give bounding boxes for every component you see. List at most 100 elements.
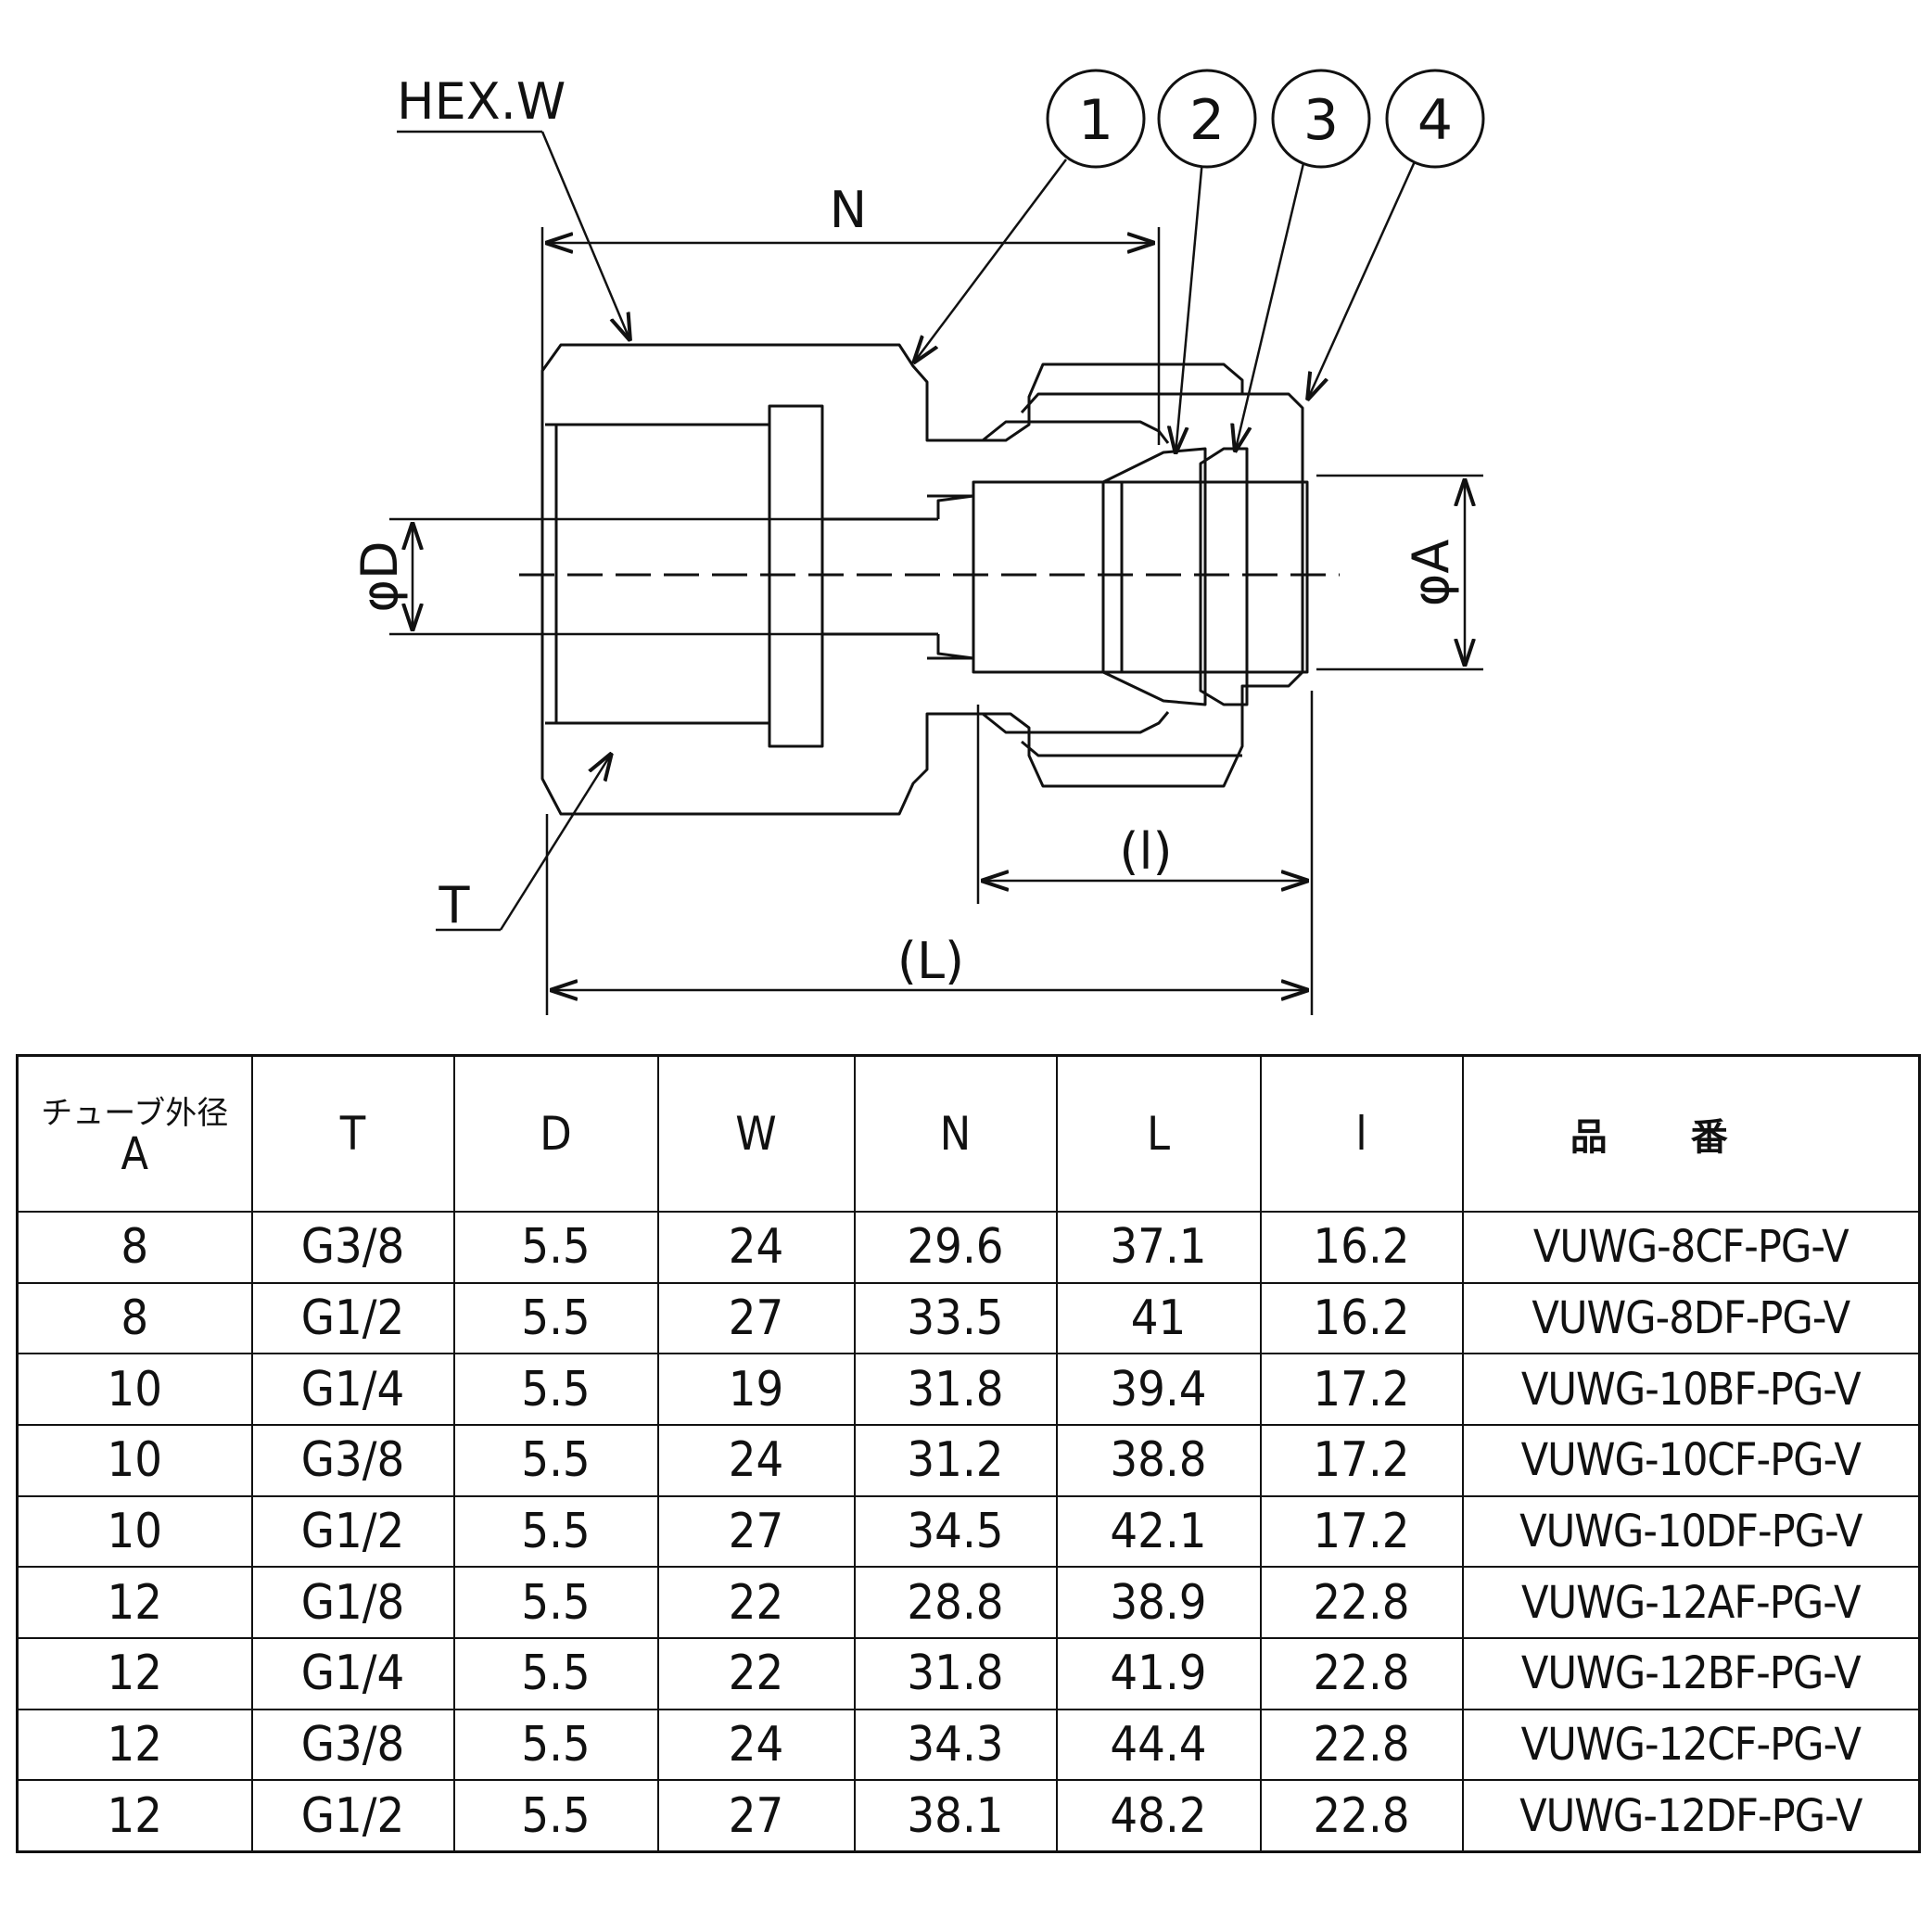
cell-i: 16.2 <box>1259 1211 1464 1284</box>
cell-n: 31.8 <box>853 1636 1058 1710</box>
header-tube-od-label: チューブ外径 <box>41 1095 229 1132</box>
hex-leader <box>540 131 630 341</box>
callout-4-leader <box>1307 159 1417 400</box>
cell-d: 5.5 <box>452 1281 659 1355</box>
nut-threads <box>1020 392 1242 757</box>
label-t: T <box>439 876 471 934</box>
label-phi-a: φA <box>1402 540 1460 607</box>
cell-w: 27 <box>656 1281 856 1355</box>
cell-w: 24 <box>656 1211 856 1284</box>
cell-i: 17.2 <box>1259 1423 1464 1497</box>
cell-w: 24 <box>656 1708 856 1782</box>
cell-a: 12 <box>16 1636 253 1710</box>
cell-i: 16.2 <box>1259 1281 1464 1355</box>
cell-d: 5.5 <box>452 1566 659 1639</box>
cell-n: 34.3 <box>853 1708 1058 1782</box>
label-l-small: (l) <box>1119 822 1172 881</box>
header-d: D <box>452 1054 659 1213</box>
cell-t: G1/8 <box>250 1566 455 1639</box>
cell-part: VUWG-10DF-PG-V <box>1461 1494 1921 1569</box>
header-w: W <box>656 1054 856 1213</box>
callout-3-circle <box>1271 69 1371 169</box>
cell-t: G3/8 <box>250 1708 455 1782</box>
callout-2-circle <box>1157 69 1257 169</box>
fitting-cross-section-drawing: 1 2 3 4 HEX.W N T (l) (L) φD φA <box>350 69 1485 1015</box>
cell-l: 48.2 <box>1055 1779 1262 1853</box>
cell-i: 22.8 <box>1259 1566 1464 1639</box>
header-l-small: l <box>1259 1054 1464 1213</box>
cell-d: 5.5 <box>452 1636 659 1710</box>
cell-a: 12 <box>16 1779 253 1853</box>
callout-1-circle <box>1046 69 1146 169</box>
thread-bore <box>545 423 769 725</box>
cell-w: 24 <box>656 1423 856 1497</box>
cell-a: 12 <box>16 1708 253 1782</box>
cell-d: 5.5 <box>452 1211 659 1284</box>
table-header-row: チューブ外径 A T D W N L l 品番 <box>16 1054 1921 1213</box>
cell-n: 29.6 <box>853 1211 1058 1284</box>
cell-n: 34.5 <box>853 1494 1058 1569</box>
cell-part: VUWG-12DF-PG-V <box>1461 1779 1921 1853</box>
header-tube-od-symbol: A <box>121 1128 149 1180</box>
callout-2-leader <box>1176 159 1204 454</box>
thread-leader <box>499 753 612 931</box>
cell-part: VUWG-10CF-PG-V <box>1461 1423 1921 1497</box>
cell-l: 39.4 <box>1055 1353 1262 1426</box>
label-hex-w: HEX.W <box>397 72 566 131</box>
callout-3: 3 <box>1303 88 1339 153</box>
cell-part: VUWG-12BF-PG-V <box>1461 1636 1921 1710</box>
cell-w: 22 <box>656 1636 856 1710</box>
cell-a: 10 <box>16 1423 253 1497</box>
cell-a: 8 <box>16 1281 253 1355</box>
cell-part: VUWG-12CF-PG-V <box>1461 1708 1921 1782</box>
cell-t: G1/4 <box>250 1353 455 1426</box>
cell-l: 41 <box>1055 1281 1262 1355</box>
cell-n: 31.8 <box>853 1353 1058 1426</box>
callout-1: 1 <box>1078 88 1113 153</box>
cell-part: VUWG-8DF-PG-V <box>1461 1281 1921 1355</box>
cell-l: 37.1 <box>1055 1211 1262 1284</box>
cell-t: G3/8 <box>250 1211 455 1284</box>
label-l-big: (L) <box>897 932 964 990</box>
cell-part: VUWG-10BF-PG-V <box>1461 1353 1921 1426</box>
cell-a: 10 <box>16 1353 253 1426</box>
cell-t: G1/2 <box>250 1779 455 1853</box>
cell-i: 22.8 <box>1259 1708 1464 1782</box>
cell-d: 5.5 <box>452 1353 659 1426</box>
cell-n: 31.2 <box>853 1423 1058 1497</box>
cell-n: 33.5 <box>853 1281 1058 1355</box>
back-sleeve <box>1199 447 1249 706</box>
tube <box>972 480 1309 674</box>
callout-2: 2 <box>1189 88 1225 153</box>
header-n: N <box>853 1054 1058 1213</box>
cell-l: 42.1 <box>1055 1494 1262 1569</box>
header-t: T <box>250 1054 455 1213</box>
cell-t: G1/4 <box>250 1636 455 1710</box>
cell-w: 27 <box>656 1779 856 1853</box>
cell-n: 38.1 <box>853 1779 1058 1853</box>
cell-d: 5.5 <box>452 1494 659 1569</box>
cell-a: 10 <box>16 1494 253 1569</box>
cell-d: 5.5 <box>452 1779 659 1853</box>
cell-i: 22.8 <box>1259 1779 1464 1853</box>
cell-l: 44.4 <box>1055 1708 1262 1782</box>
cell-i: 17.2 <box>1259 1494 1464 1569</box>
cell-l: 41.9 <box>1055 1636 1262 1710</box>
label-phi-d: φD <box>350 540 409 612</box>
cell-t: G1/2 <box>250 1281 455 1355</box>
cell-w: 19 <box>656 1353 856 1426</box>
cell-part: VUWG-12AF-PG-V <box>1461 1566 1921 1639</box>
tube-stop <box>936 494 975 660</box>
cell-i: 22.8 <box>1259 1636 1464 1710</box>
cell-i: 17.2 <box>1259 1353 1464 1426</box>
front-sleeve <box>1101 447 1207 706</box>
header-tube-od: チューブ外径 A <box>16 1054 253 1213</box>
cell-w: 27 <box>656 1494 856 1569</box>
